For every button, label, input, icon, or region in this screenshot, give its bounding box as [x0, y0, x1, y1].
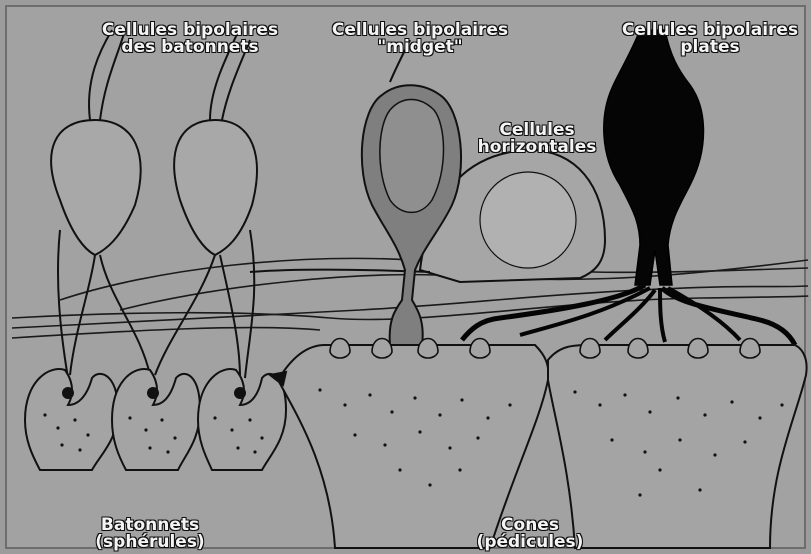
label-flat-bipolar-cells: Cellules bipolaires plates — [610, 22, 810, 56]
label-cones: Cones (pédicules) — [460, 517, 600, 551]
label-rods: Batonnets (sphérules) — [70, 517, 230, 551]
label-line: des batonnets — [90, 39, 290, 56]
label-line: horizontales — [462, 139, 612, 156]
label-line: (pédicules) — [460, 534, 600, 551]
label-line: (sphérules) — [70, 534, 230, 551]
label-midget-bipolar-cells: Cellules bipolaires "midget" — [320, 22, 520, 56]
label-rod-bipolar-cells: Cellules bipolaires des batonnets — [90, 22, 290, 56]
label-line: plates — [610, 39, 810, 56]
label-horizontal-cells: Cellules horizontales — [462, 122, 612, 156]
label-line: "midget" — [320, 39, 520, 56]
